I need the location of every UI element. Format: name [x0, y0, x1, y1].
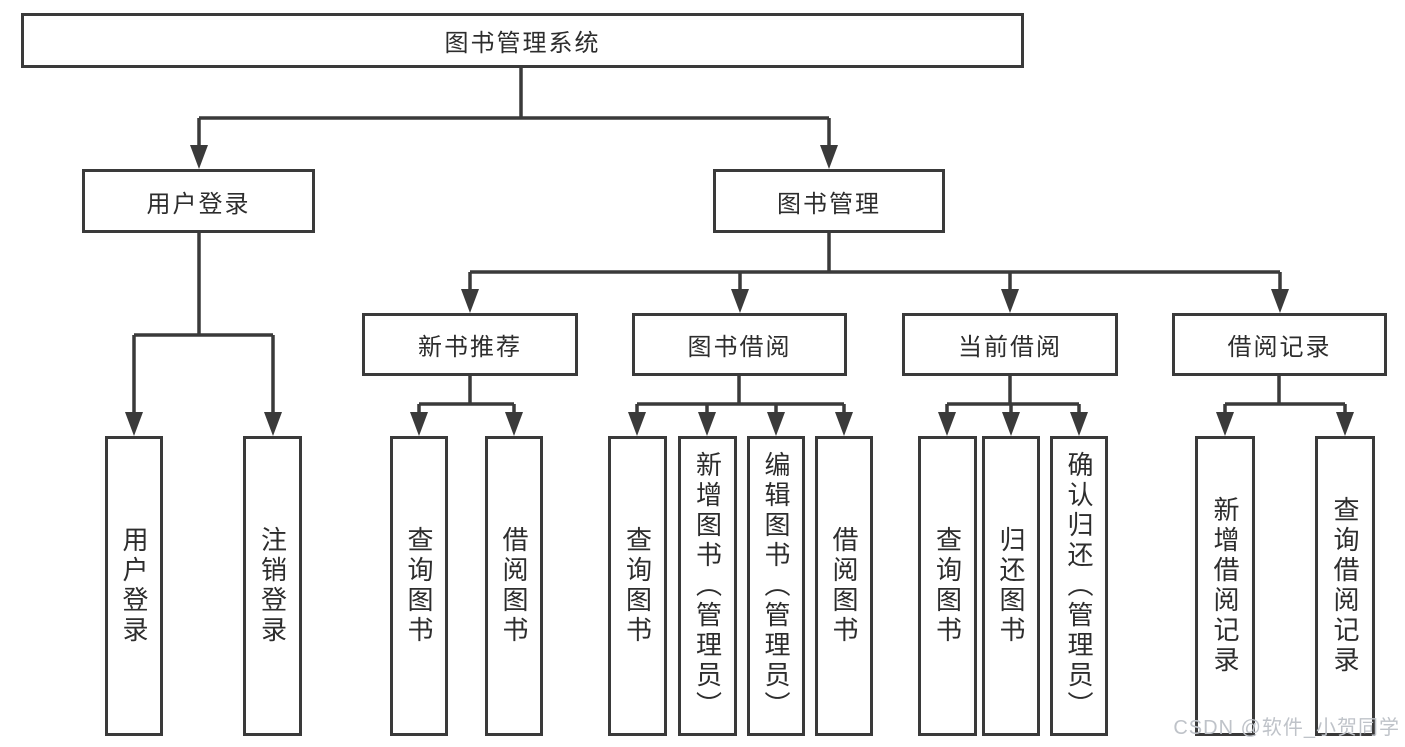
- leaf-query-books-borrow: 查询图书: [608, 436, 667, 736]
- leaf-user-login: 用户登录: [105, 436, 163, 736]
- leaf-edit-books-admin: 编辑图书（管理员）: [747, 436, 805, 736]
- leaf-query-books-current: 查询图书: [918, 436, 977, 736]
- leaf-add-borrow-record: 新增借阅记录: [1195, 436, 1255, 736]
- leaf-confirm-return-admin: 确认归还（管理员）: [1050, 436, 1108, 736]
- node-root-system: 图书管理系统: [21, 13, 1024, 68]
- connector-borrow-records-children: [1216, 376, 1354, 436]
- node-book-borrow: 图书借阅: [632, 313, 847, 376]
- connector-new-books-children: [410, 376, 523, 436]
- leaf-query-books-newbooks: 查询图书: [390, 436, 448, 736]
- node-current-borrow: 当前借阅: [902, 313, 1118, 376]
- node-borrow-records: 借阅记录: [1172, 313, 1387, 376]
- node-book-mgmt: 图书管理: [713, 169, 945, 233]
- connector-book-mgmt-to-level3: [461, 233, 1289, 313]
- leaf-borrow-books-borrow: 借阅图书: [815, 436, 873, 736]
- connector-user-login-children: [125, 233, 282, 436]
- connector-book-borrow-children: [628, 376, 853, 436]
- csdn-watermark: CSDN @软件_小贺同学: [1173, 717, 1400, 739]
- leaf-return-books: 归还图书: [982, 436, 1040, 736]
- connector-root-to-level2: [190, 66, 838, 169]
- connector-current-borrow-children: [938, 376, 1088, 436]
- leaf-borrow-books-newbooks: 借阅图书: [485, 436, 543, 736]
- leaf-logout: 注销登录: [243, 436, 302, 736]
- node-user-login: 用户登录: [82, 169, 315, 233]
- leaf-add-books-admin: 新增图书（管理员）: [678, 436, 737, 736]
- leaf-query-borrow-record: 查询借阅记录: [1315, 436, 1375, 736]
- node-new-books: 新书推荐: [362, 313, 578, 376]
